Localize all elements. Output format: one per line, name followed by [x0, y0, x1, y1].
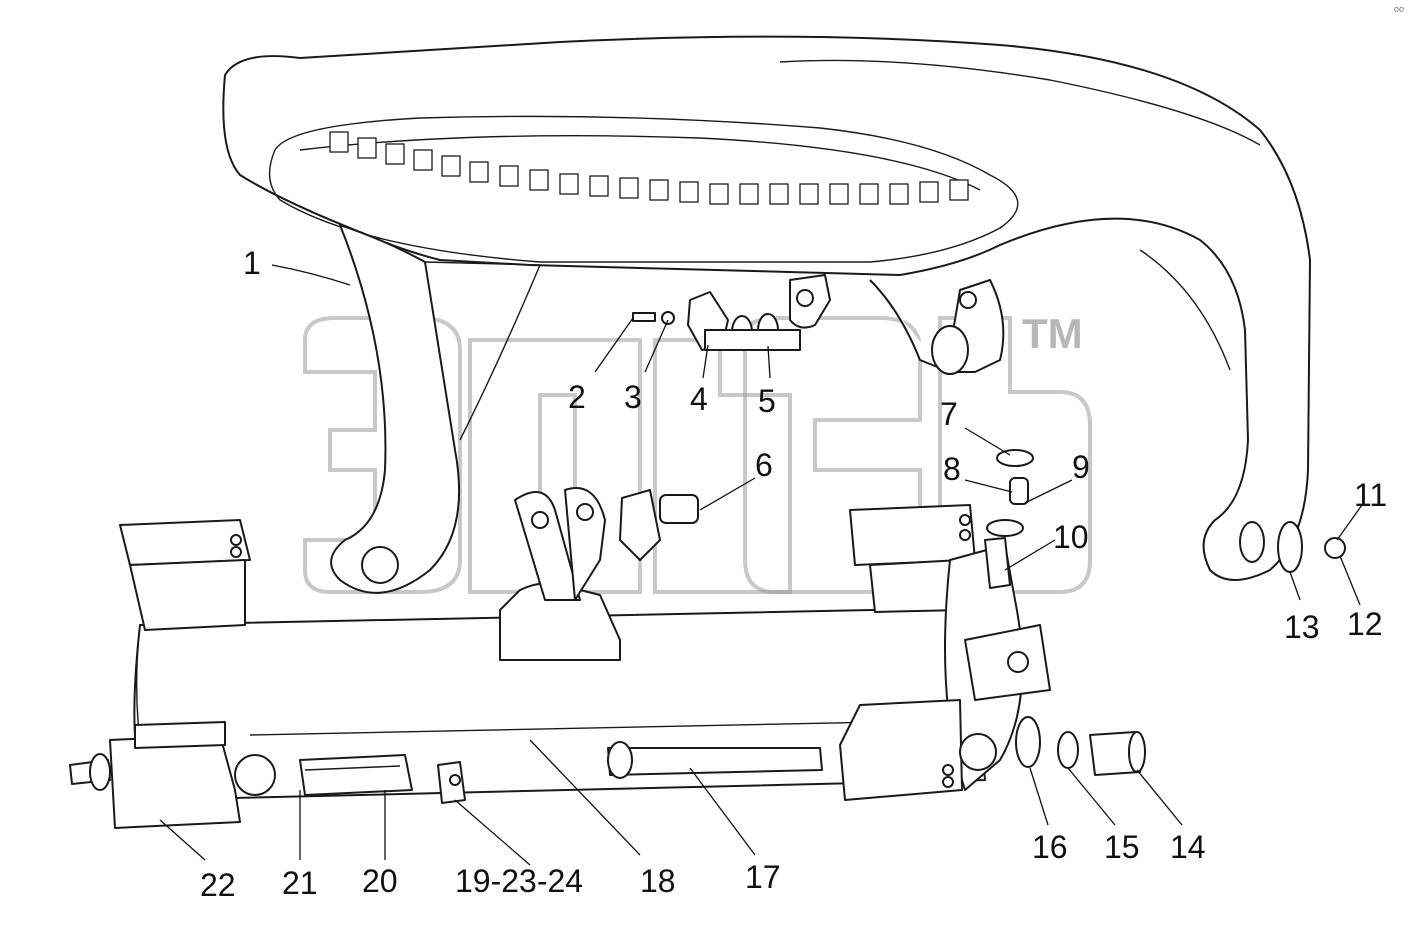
callout-2: 2: [568, 379, 586, 415]
right-pin-assembly: [1239, 521, 1346, 573]
callout-10: 10: [1053, 519, 1089, 555]
callout-12: 12: [1347, 606, 1383, 642]
turntable-ribs: [329, 131, 969, 205]
callout-8: 8: [943, 451, 961, 487]
callout-19-23-24: 19-23-24: [455, 863, 583, 899]
part-15-washer: [1057, 731, 1079, 769]
part-14-bushing: [1089, 731, 1141, 776]
part-2-pin: [632, 312, 656, 322]
callout-14: 14: [1170, 829, 1206, 865]
callout-21: 21: [282, 865, 318, 901]
callout-13: 13: [1284, 609, 1320, 645]
mid-pin-assembly: [986, 449, 1034, 537]
part-10-washer: [986, 519, 1024, 537]
callout-22: 22: [200, 867, 236, 903]
callout-16: 16: [1032, 829, 1068, 865]
callout-18: 18: [640, 863, 676, 899]
part-17-pin: [607, 747, 823, 776]
watermark-trademark: TM: [1022, 310, 1083, 357]
part-7-washer: [996, 449, 1034, 467]
axle-frame: [69, 487, 1146, 829]
callout-17: 17: [745, 859, 781, 895]
part-6-bracket: [619, 489, 661, 561]
callout-9: 9: [1072, 449, 1090, 485]
part-12-nut: [1324, 537, 1346, 559]
callout-1: 1: [243, 245, 261, 281]
part-20-21-plate: [299, 754, 413, 796]
left-arm-eye: [361, 546, 399, 584]
part-16-washer: [1015, 716, 1041, 768]
callout-15: 15: [1104, 829, 1140, 865]
upper-pin-assembly: [632, 291, 801, 351]
part-3-washer: [661, 311, 675, 325]
callout-11: 11: [1354, 477, 1387, 513]
callout-3: 3: [624, 379, 642, 415]
corner-mark: oo: [1394, 4, 1404, 14]
callout-20: 20: [362, 863, 398, 899]
callout-labels: 1 2 3 4 5 6 7 8 9 10 11 12 13 14 15 16 1…: [200, 245, 1387, 903]
leader-lines: [159, 264, 1363, 866]
callout-5: 5: [758, 383, 776, 419]
part-6-pin: [659, 494, 699, 524]
part-8-pin: [1009, 477, 1029, 505]
callout-7: 7: [940, 396, 958, 432]
turntable-frame: [222, 35, 1311, 594]
callout-4: 4: [690, 381, 708, 417]
callout-6: 6: [755, 447, 773, 483]
part-13-washer: [1277, 521, 1303, 573]
part-10-block: [984, 537, 1011, 589]
